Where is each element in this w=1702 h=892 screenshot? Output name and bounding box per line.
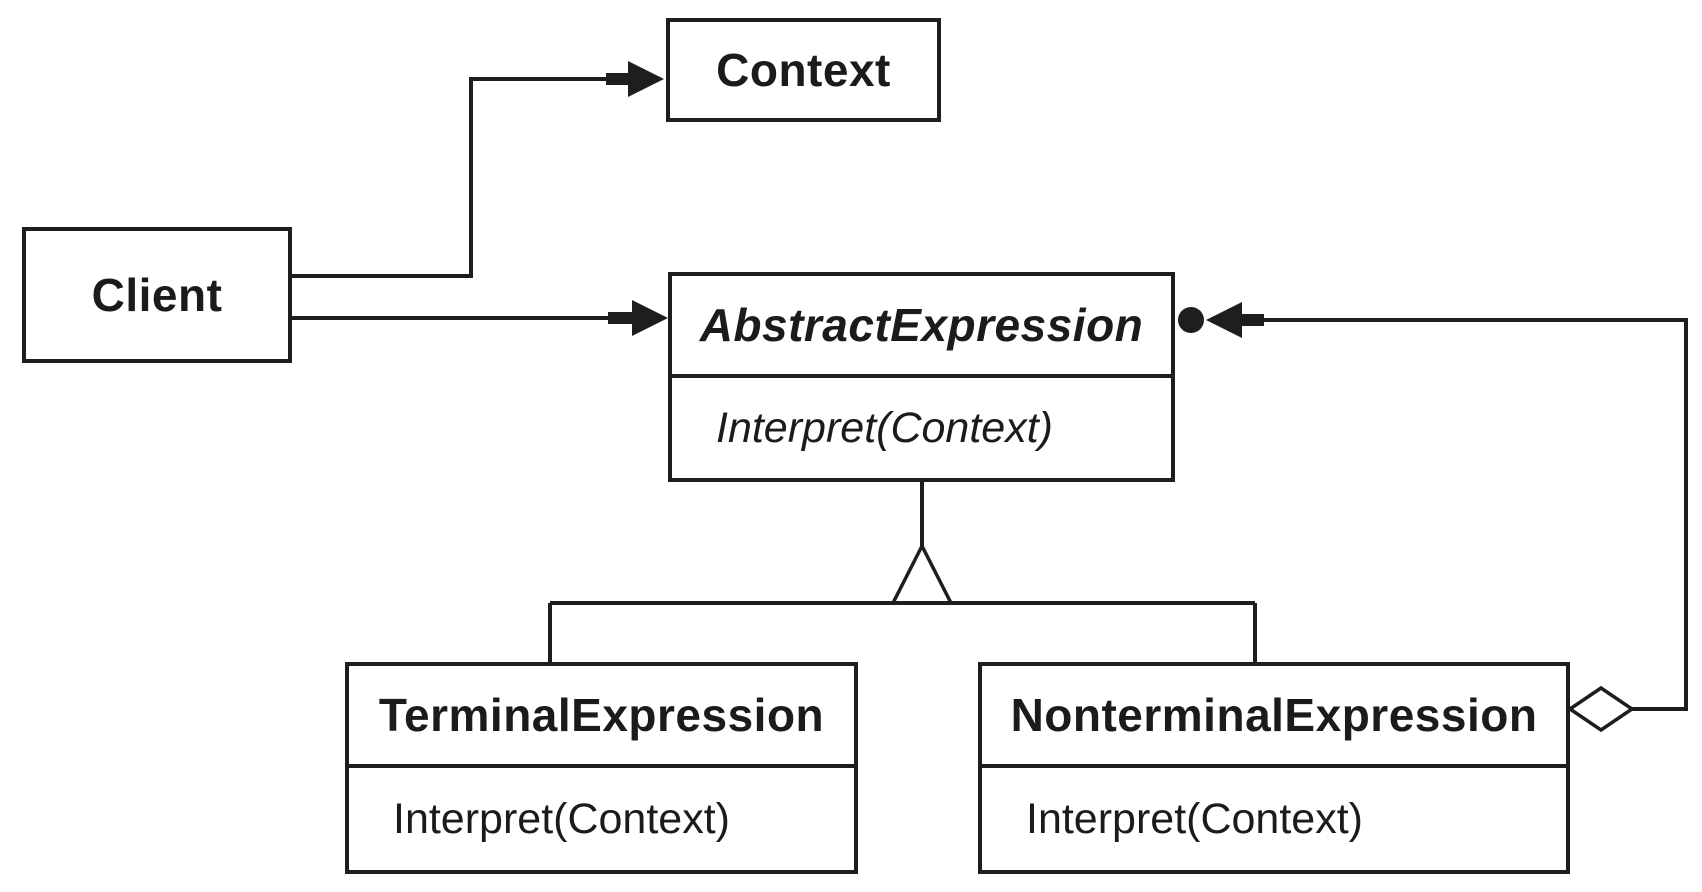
inheritance-triangle-icon xyxy=(890,542,954,605)
filled-arrowhead-into-abstractexpression-icon xyxy=(608,300,668,336)
filled-arrowhead-into-abstractexpression-right-icon xyxy=(1206,302,1264,338)
class-name-context: Context xyxy=(716,44,891,96)
method-terminalexpression-interpret: Interpret(Context) xyxy=(393,794,730,843)
aggregation-diamond-icon xyxy=(1566,685,1636,733)
method-nonterminalexpression-interpret: Interpret(Context) xyxy=(1026,794,1363,843)
method-abstractexpression-interpret: Interpret(Context) xyxy=(716,403,1053,452)
class-name-abstractexpression: AbstractExpression xyxy=(699,299,1144,351)
association-client-to-context-line xyxy=(292,77,608,278)
class-box-terminalexpression: TerminalExpression Interpret(Context) xyxy=(345,662,858,874)
class-box-abstractexpression: AbstractExpression Interpret(Context) xyxy=(668,272,1175,482)
class-box-nonterminalexpression: NonterminalExpression Interpret(Context) xyxy=(978,662,1570,874)
class-name-terminalexpression: TerminalExpression xyxy=(378,689,825,741)
class-box-context: Context xyxy=(666,18,941,122)
class-box-client: Client xyxy=(22,227,292,363)
class-name-nonterminalexpression: NonterminalExpression xyxy=(1010,689,1538,741)
class-name-client: Client xyxy=(91,269,223,321)
multiplicity-many-ball-icon xyxy=(1178,307,1204,333)
aggregation-loop-line xyxy=(1262,318,1688,711)
filled-arrowhead-into-context-icon xyxy=(606,61,664,97)
